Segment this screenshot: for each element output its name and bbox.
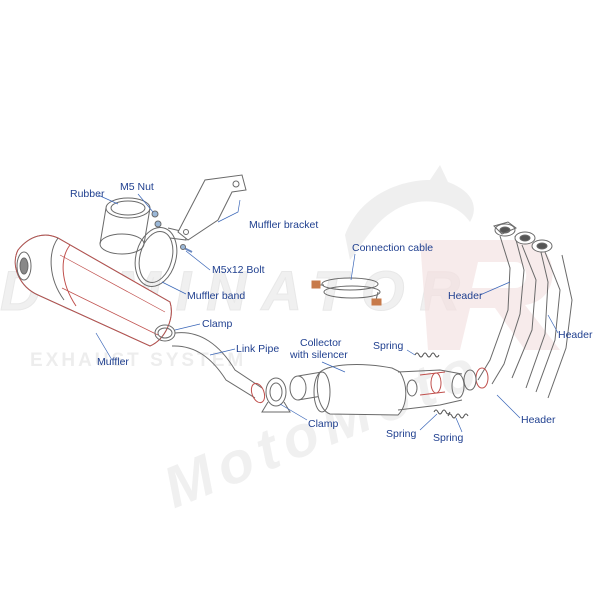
label-spring-right: Spring xyxy=(433,432,464,444)
leader-collector xyxy=(321,361,346,373)
leader-header-1 xyxy=(479,281,511,296)
label-spring-left: Spring xyxy=(386,428,417,440)
m5x12-bolt-part xyxy=(180,244,193,253)
leader-clamp-top xyxy=(174,323,201,331)
label-muffler-bracket: Muffler bracket xyxy=(249,219,319,231)
rubber-part xyxy=(99,197,151,255)
muffler-bracket-part xyxy=(177,174,247,241)
m5-nut-part xyxy=(151,210,162,228)
leader-spring-left xyxy=(419,413,438,431)
leader-spring-right xyxy=(455,417,463,433)
link-pipe-part xyxy=(171,332,266,404)
leader-header-2 xyxy=(547,314,559,334)
label-collector-line1: Collector xyxy=(300,337,342,349)
leader-connection-cable xyxy=(350,253,356,281)
leader-lines xyxy=(95,193,559,433)
leader-muffler-band xyxy=(161,281,187,295)
spring-right-part xyxy=(447,413,469,419)
leader-clamp-bottom xyxy=(279,403,308,421)
muffler-part xyxy=(14,234,172,347)
label-link-pipe: Link Pipe xyxy=(236,343,280,355)
label-header-3: Header xyxy=(521,414,556,426)
watermark-subtitle: EXHAUST SYSTEM xyxy=(30,350,246,371)
clamp-bottom-part xyxy=(261,377,291,413)
label-clamp-bottom: Clamp xyxy=(308,418,339,430)
label-clamp-top: Clamp xyxy=(202,318,233,330)
watermark-r-letter xyxy=(420,240,560,350)
leader-m5-nut xyxy=(137,193,154,213)
leader-link-pipe xyxy=(209,348,236,356)
leader-header-3 xyxy=(496,394,521,419)
watermark-swoosh xyxy=(345,165,474,260)
header-part xyxy=(463,221,573,399)
spring-top-part xyxy=(414,352,440,358)
label-header-2: Header xyxy=(558,329,593,341)
leader-m5x12-bolt xyxy=(185,250,211,271)
spring-left-part xyxy=(433,409,451,415)
label-rubber: Rubber xyxy=(70,188,105,200)
label-muffler-band: Muffler band xyxy=(187,290,246,302)
leader-spring-top xyxy=(406,349,416,356)
label-muffler: Muffler xyxy=(97,356,129,368)
label-spring-top: Spring xyxy=(373,340,404,352)
connection-cable-part xyxy=(311,277,382,306)
label-m5-nut: M5 Nut xyxy=(120,181,154,193)
leader-muffler-bracket xyxy=(217,199,241,223)
label-m5x12-bolt: M5x12 Bolt xyxy=(212,264,265,276)
label-connection-cable: Connection cable xyxy=(352,242,434,254)
leader-rubber xyxy=(97,194,119,205)
leader-muffler xyxy=(95,332,113,361)
label-header-1: Header xyxy=(448,290,483,302)
label-collector-line2: with silencer xyxy=(290,349,348,361)
collector-part xyxy=(313,364,465,416)
